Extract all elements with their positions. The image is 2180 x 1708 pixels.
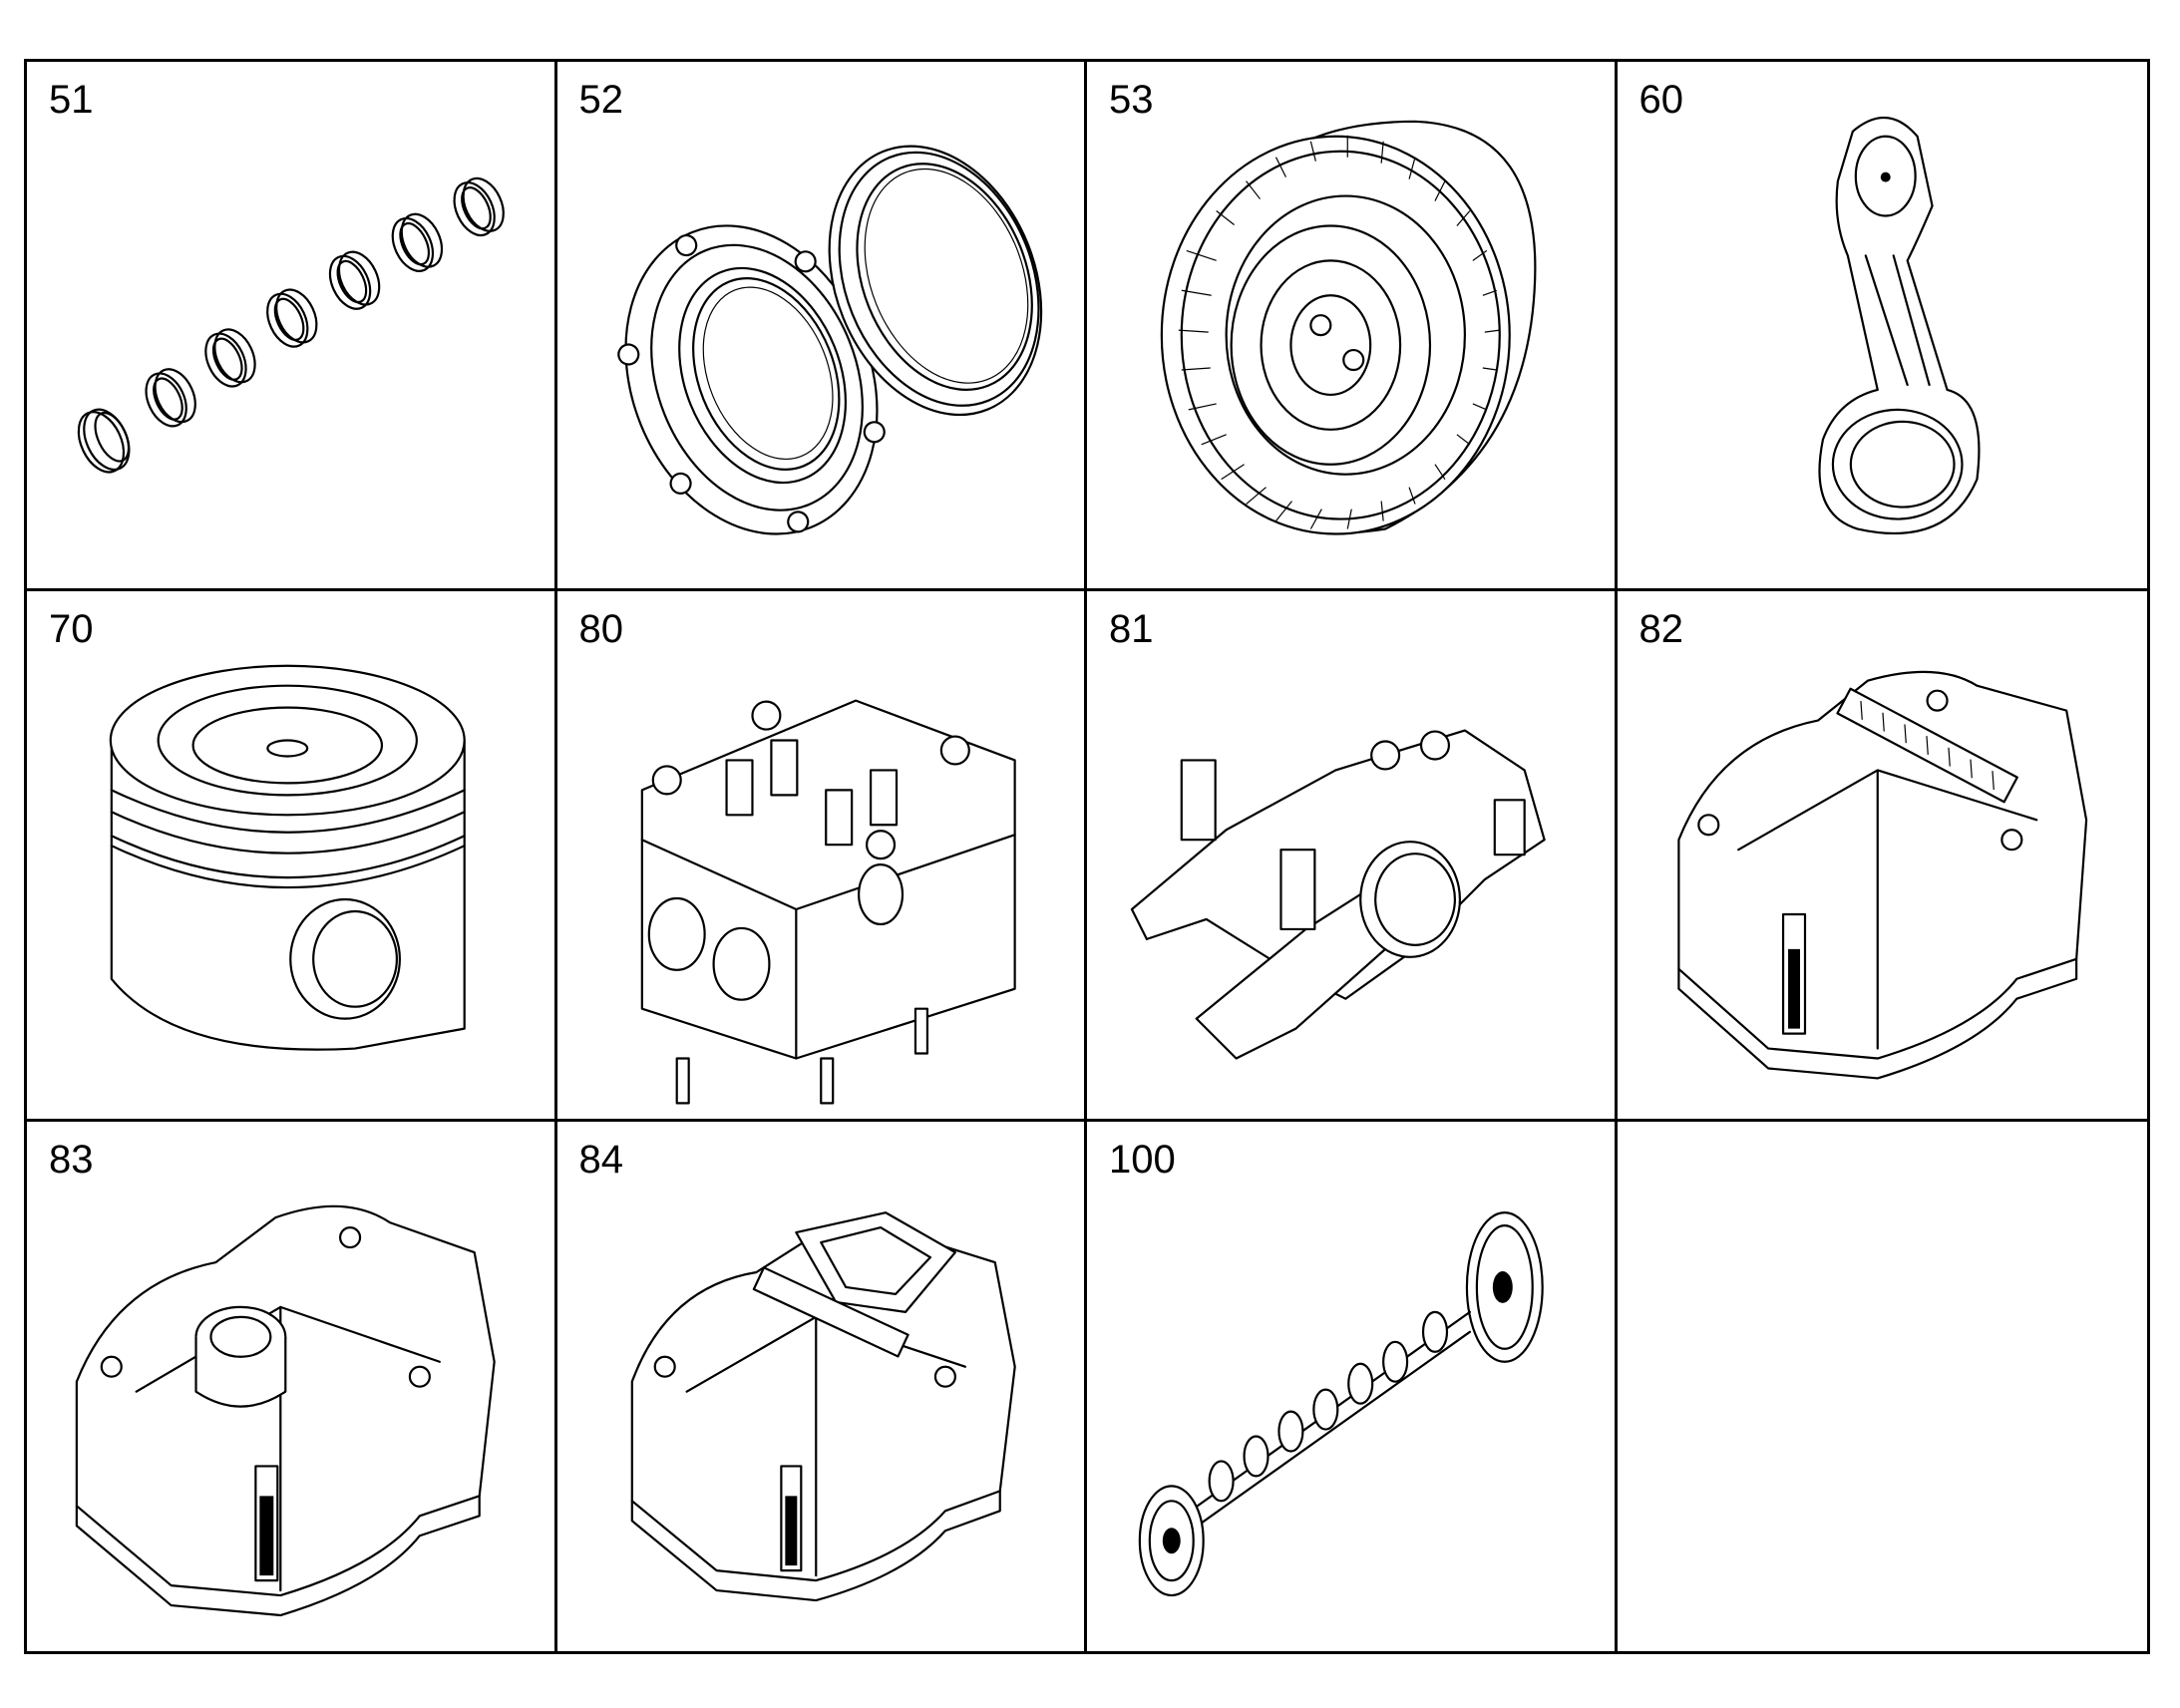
cam-lobes [1208, 1310, 1449, 1503]
camshaft-drawing [1138, 1210, 1544, 1596]
parts-grid: 51 [24, 59, 2150, 1654]
valve-cover-flange-drawing [630, 1210, 1016, 1601]
part-cell-100[interactable]: 100 [1087, 1121, 1618, 1651]
part-number-label: 52 [578, 78, 624, 122]
part-cell-80[interactable]: 80 [556, 591, 1087, 1122]
piston-drawing [109, 664, 466, 1052]
part-number-label: 53 [1109, 78, 1154, 122]
part-number-label: 83 [49, 1137, 94, 1182]
bearing-bushings-drawing [77, 176, 505, 474]
valve-springs [724, 739, 898, 847]
part-cell-84[interactable]: 84 [557, 1121, 1087, 1651]
part-number-label: 70 [49, 607, 94, 652]
part-cell-70[interactable]: 70 [27, 591, 557, 1122]
part-cell-81[interactable]: 81 [1087, 591, 1618, 1122]
part-cell-51[interactable]: 51 [27, 62, 557, 592]
rocker-arm-drawing [1130, 729, 1546, 1060]
part-number-label: 60 [1638, 78, 1684, 122]
seal-flange-drawing [616, 145, 1042, 535]
bushing-set [77, 176, 505, 474]
part-cell-82[interactable]: 82 [1617, 591, 2147, 1122]
part-number-label: 81 [1109, 607, 1154, 652]
connecting-rod-drawing [1818, 116, 1981, 535]
valve-cover-drawing [1676, 671, 2087, 1080]
damper-teeth [1178, 135, 1500, 529]
part-number-label: 51 [49, 78, 94, 122]
vibration-damper-drawing [1160, 120, 1537, 535]
part-number-label: 100 [1109, 1137, 1176, 1182]
empty-cell [1618, 1122, 2148, 1651]
cylinder-head-drawing [640, 699, 1016, 1105]
part-cell-52[interactable]: 52 [556, 62, 1087, 592]
studs [675, 1007, 928, 1105]
part-number-label: 80 [578, 607, 624, 652]
part-cell-83[interactable]: 83 [27, 1121, 557, 1651]
part-number-label: 82 [1638, 607, 1684, 652]
part-number-label: 84 [578, 1137, 624, 1182]
part-cell-53[interactable]: 53 [1087, 62, 1618, 592]
valve-cover-cap-drawing [75, 1204, 496, 1616]
part-cell-60[interactable]: 60 [1617, 62, 2147, 592]
